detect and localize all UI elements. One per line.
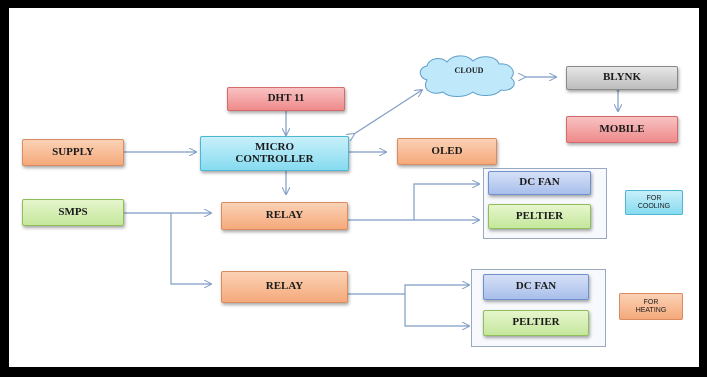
relay-heating-block: RELAY <box>221 271 348 303</box>
supply-block: SUPPLY <box>22 139 124 166</box>
for-heating-line1: FOR <box>643 299 659 307</box>
smps-block: SMPS <box>22 199 124 226</box>
for-heating-note: FOR HEATING <box>619 293 683 320</box>
dc-fan-heating-block: DC FAN <box>483 274 589 300</box>
peltier-heating-block: PELTIER <box>483 310 589 336</box>
smps-to-relay2-arrow <box>170 213 211 284</box>
relay2-to-dcfan-arrow <box>348 285 469 295</box>
dht11-sensor-block: DHT 11 <box>227 87 345 111</box>
relay-cooling-block: RELAY <box>221 202 348 230</box>
cloud-label: CLOUD <box>454 65 484 75</box>
connector-lines <box>123 55 699 367</box>
microcontroller-label-line1: MICRO <box>254 140 295 153</box>
relay1-to-dcfan-arrow <box>348 184 479 221</box>
microcontroller-label-line2: CONTROLLER <box>235 152 314 165</box>
oled-block: OLED <box>397 138 497 165</box>
block-diagram: CLOUD DHT 11 BLYNK MOBILE SUPPLY MICRO C… <box>9 8 699 367</box>
for-cooling-line1: FOR <box>646 195 662 203</box>
dc-fan-cooling-block: DC FAN <box>488 171 591 195</box>
for-cooling-note: FOR COOLING <box>625 190 683 215</box>
microcontroller-block: MICRO CONTROLLER <box>200 136 349 171</box>
mobile-block: MOBILE <box>566 116 678 143</box>
peltier-cooling-block: PELTIER <box>488 204 591 229</box>
for-cooling-line2: COOLING <box>637 202 671 210</box>
blynk-block: BLYNK <box>566 66 678 90</box>
cloud-icon <box>419 55 515 97</box>
relay2-to-peltier-arrow <box>404 294 469 326</box>
micro-cloud-arrow <box>354 90 422 134</box>
for-heating-line2: HEATING <box>635 306 667 314</box>
